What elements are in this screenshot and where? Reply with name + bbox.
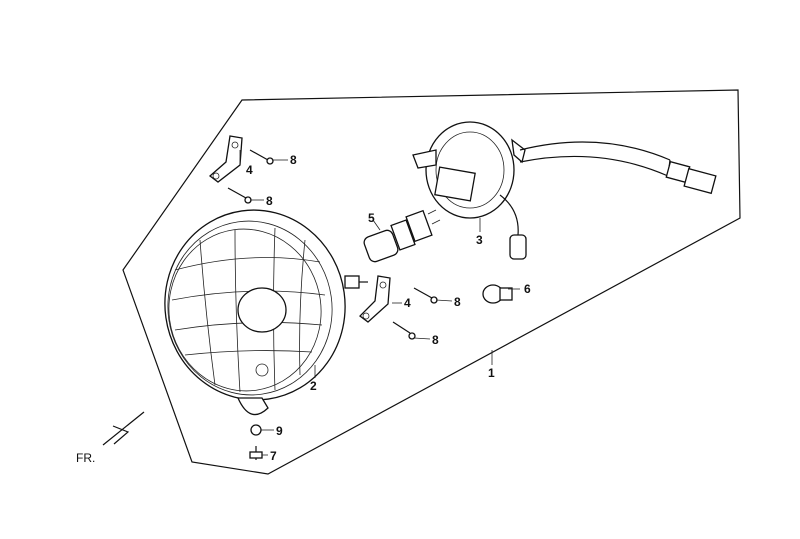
front-arrow-icon <box>102 411 145 446</box>
callout-8d: 8 <box>432 333 439 347</box>
position-bulb <box>482 284 513 304</box>
bracket-upper <box>208 135 243 183</box>
washer <box>250 424 262 436</box>
callout-5: 5 <box>368 211 375 225</box>
screw-8a <box>249 149 274 165</box>
screw-8c <box>413 287 438 304</box>
callout-4a: 4 <box>246 163 253 177</box>
screw-8d <box>392 321 416 340</box>
callout-8b: 8 <box>266 194 273 208</box>
callout-6: 6 <box>524 282 531 296</box>
callout-3: 3 <box>476 233 483 247</box>
headlight-unit <box>164 209 368 416</box>
screw-8b <box>227 187 252 204</box>
callout-2: 2 <box>310 379 317 393</box>
socket-harness <box>412 121 717 260</box>
screw-7 <box>249 446 263 460</box>
direction-label: FR. <box>76 451 95 465</box>
headlight-bulb <box>363 209 441 263</box>
bracket-lower <box>359 275 391 323</box>
callout-8c: 8 <box>454 295 461 309</box>
assembly-outline <box>122 89 741 475</box>
callout-9: 9 <box>276 424 283 438</box>
callout-1: 1 <box>488 366 495 380</box>
callout-7: 7 <box>270 449 277 463</box>
callout-4b: 4 <box>404 296 411 310</box>
callout-8a: 8 <box>290 153 297 167</box>
